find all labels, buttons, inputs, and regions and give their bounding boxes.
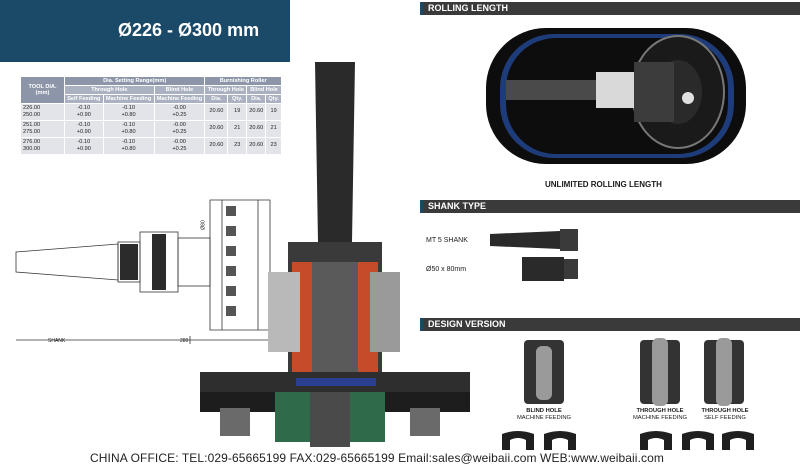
rolling-length-image [486,28,746,164]
section-design-version: DESIGN VERSION [420,318,800,331]
th-self-feeding: Self Feeding [64,94,104,104]
cell-roller-dia: 20.60 [246,103,267,121]
tool-cutaway-image [200,62,470,447]
section-accent [420,318,423,331]
cell-roller-qty: 23 [265,136,282,155]
cell-machine: -0.10+0.80 [102,119,155,138]
cell-roller-qty: 19 [265,103,282,121]
shank-straight-image [522,257,578,281]
spec-table: TOOL DIA. (mm) Dia. Setting Range(mm) Bu… [20,76,282,155]
cell-machine: -0.10+0.80 [102,103,155,121]
design-blind-hole-image [524,340,564,404]
th-through-hole: Through Hole [64,85,155,95]
design-through-self-image [704,338,744,406]
cell-roller-qty: 21 [265,119,282,138]
section-rolling-length: ROLLING LENGTH [420,2,800,15]
th-machine-feeding: Machine Feeding [102,94,155,104]
cell-self: -0.10+0.90 [64,136,104,155]
shank-mt5-image [490,229,578,251]
cell-roller-dia: 20.60 [204,103,229,121]
workpiece-profiles [502,431,754,450]
dim-280: 280 [180,338,189,344]
footer-contact: CHINA OFFICE: TEL:029-65665199 FAX:029-6… [90,451,664,465]
section-shank-type: SHANK TYPE [420,200,800,213]
cell-blind: -0.00+0.25 [153,119,206,138]
th-tool-dia: TOOL DIA. (mm) [20,76,65,104]
th-qty-2: Qty. [265,94,282,104]
cell-roller-dia: 20.60 [204,136,229,155]
page-title: Ø226 - Ø300 mm [118,20,260,40]
cell-roller-dia: 20.60 [246,119,267,138]
section-accent [420,2,423,15]
design-through-machine-image [640,338,680,406]
th-dia-2: Dia. [246,94,267,104]
th-dia-1: Dia. [204,94,229,104]
cell-machine: -0.10+0.80 [102,136,155,155]
dim-shank-label: SHANK [48,338,66,344]
cell-roller-qty: 21 [227,119,248,138]
cell-roller-dia: 20.60 [246,136,267,155]
rolling-length-caption: UNLIMITED ROLLING LENGTH [545,180,662,189]
cell-self: -0.10+0.90 [64,103,104,121]
section-accent [420,200,423,213]
shank-mt5-label: MT 5 SHANK [426,237,468,244]
shank-straight-label: Ø50 x 80mm [426,266,467,273]
cell-self: -0.10+0.90 [64,119,104,138]
title-banner [0,0,290,62]
